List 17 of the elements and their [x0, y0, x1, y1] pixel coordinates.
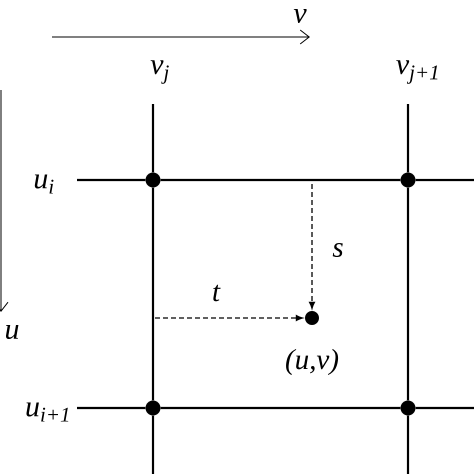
connector — [152, 188, 154, 400]
connector — [309, 184, 315, 309]
connector — [155, 315, 303, 321]
axis-label: u — [6, 324, 18, 340]
point-label: (u,v) — [286, 348, 338, 376]
edge-label: s — [331, 242, 345, 258]
connector — [160, 406, 400, 410]
point-dot — [400, 400, 416, 416]
edge-label: t — [210, 284, 222, 302]
point-dot — [146, 400, 160, 416]
connector — [160, 178, 400, 182]
point-dot — [305, 311, 319, 325]
point-dot — [400, 172, 416, 188]
connector — [406, 188, 410, 400]
axis-label: u$_{i}$ — [34, 174, 54, 194]
point-dot — [146, 172, 160, 188]
axis-label: v — [294, 8, 307, 24]
